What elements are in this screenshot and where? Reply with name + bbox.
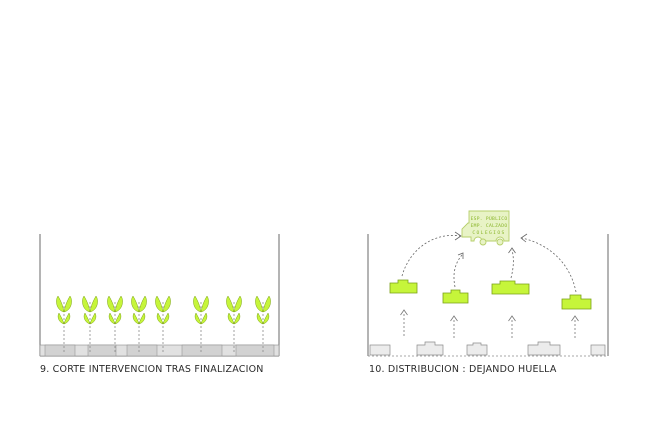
green-blocks xyxy=(389,279,592,310)
sprout-icon xyxy=(255,295,271,352)
sprout-icon xyxy=(226,295,242,352)
green-block-icon xyxy=(389,279,418,294)
sprout-icon xyxy=(107,295,123,352)
sprout-icon xyxy=(56,295,72,352)
footprint-block xyxy=(466,342,488,356)
up-arrow-icon xyxy=(400,309,408,336)
truck-label-line1: ESP. PÚBLICO xyxy=(471,215,508,222)
caption-left: 9. CORTE INTERVENCION TRAS FINALIZACION xyxy=(40,364,264,375)
sprout-icon xyxy=(82,295,98,352)
up-arrow-icon xyxy=(508,315,516,338)
curve-arrow-mid-left-head xyxy=(457,252,464,259)
truck-icon: ESP. PÚBLICO EMP. CALZADO COLEGIOS xyxy=(461,210,510,246)
sprout-icon xyxy=(131,295,147,352)
up-arrow-icon xyxy=(450,315,458,338)
caption-right: 10. DISTRIBUCION : DEJANDO HUELLA xyxy=(369,364,557,375)
curve-arrow-right xyxy=(521,237,577,293)
curve-arrow-right-head xyxy=(520,233,528,243)
truck-label-line2: EMP. CALZADO xyxy=(471,223,508,229)
left-ground-strip xyxy=(39,344,280,357)
plants-group xyxy=(56,295,271,352)
sprout-icon xyxy=(155,295,171,352)
footprint-block xyxy=(527,341,561,356)
curved-arrows xyxy=(401,231,577,293)
green-block-icon xyxy=(442,289,469,304)
footprint-block xyxy=(416,341,444,356)
curve-arrow-left-head xyxy=(454,231,462,241)
up-arrows xyxy=(400,309,579,338)
sprout-icon xyxy=(193,295,209,352)
curve-arrow-mid-right-head xyxy=(508,247,516,254)
footprint-block xyxy=(369,344,391,356)
curve-arrow-mid-left xyxy=(453,254,463,288)
right-panel: ESP. PÚBLICO EMP. CALZADO COLEGIOS xyxy=(367,210,609,357)
curve-arrow-left xyxy=(401,234,461,277)
green-block-icon xyxy=(561,294,592,310)
right-footprints xyxy=(369,341,606,356)
green-block-icon xyxy=(491,280,530,295)
truck-label-line3: COLEGIOS xyxy=(472,230,505,236)
left-panel xyxy=(39,234,280,357)
footprint-block xyxy=(590,344,606,356)
up-arrow-icon xyxy=(571,315,579,338)
curve-arrow-mid-right xyxy=(510,249,514,279)
